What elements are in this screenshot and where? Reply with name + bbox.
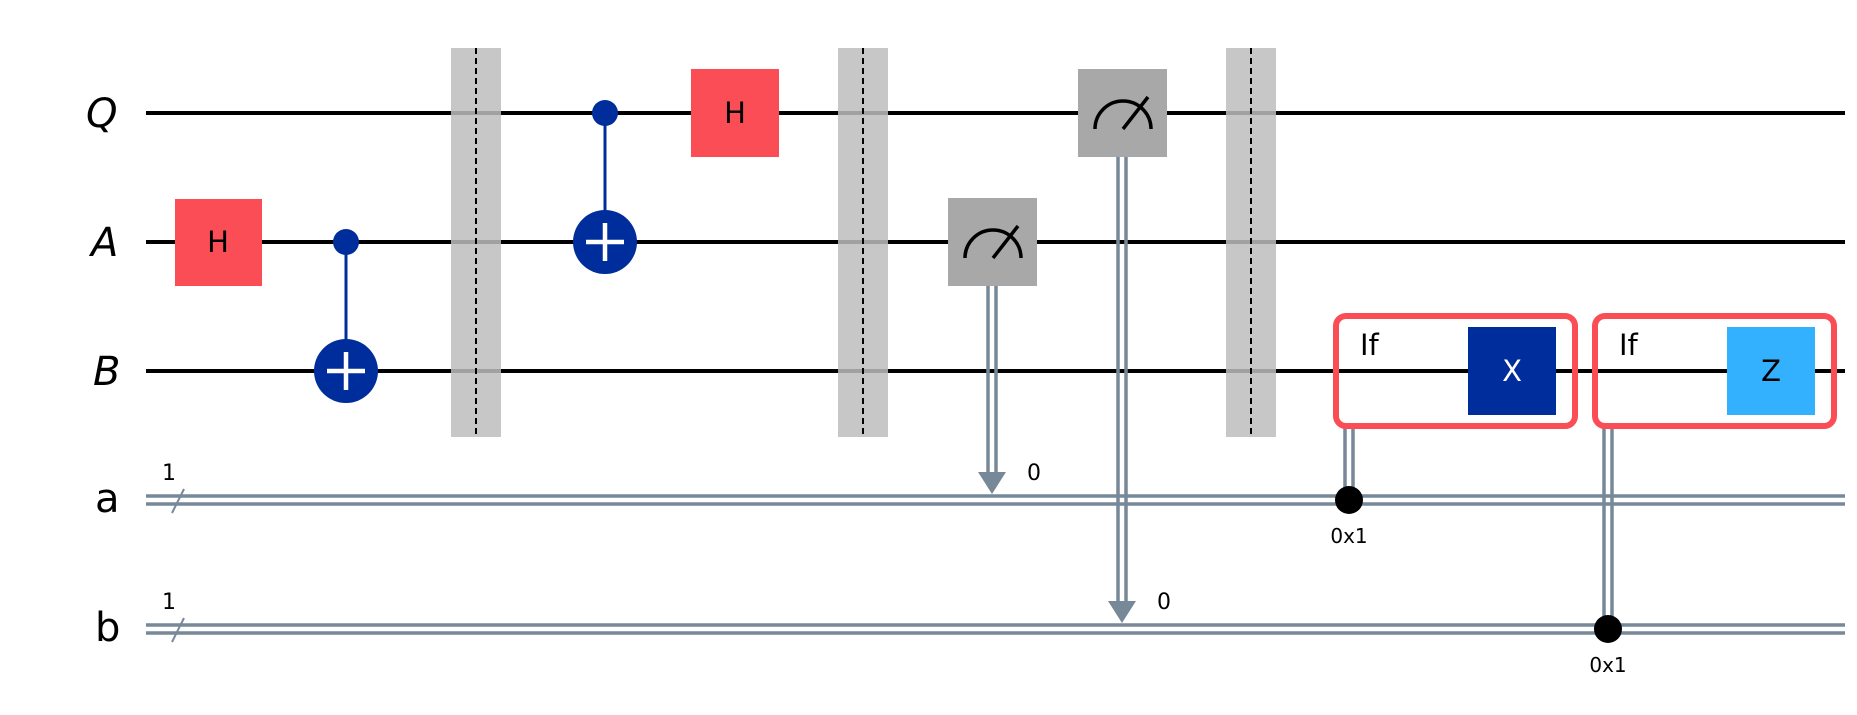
h-gate-q: H <box>691 69 779 157</box>
if-x-label: If <box>1360 328 1380 362</box>
wire-label-b: B <box>93 349 120 395</box>
if-z-block: 0x1 If Z <box>1589 313 1837 677</box>
creg-a-size: 1 <box>162 461 176 486</box>
h-gate-a-label: H <box>207 225 229 259</box>
cnot-q-a <box>573 100 637 274</box>
control-dot-icon <box>1335 486 1363 514</box>
h-gate-q-label: H <box>724 96 746 130</box>
measure-q: 0 <box>1078 69 1171 623</box>
wire-label-q: Q <box>86 91 117 137</box>
classical-wires <box>146 494 1845 635</box>
measure-a: 0 <box>948 198 1041 494</box>
x-gate-label: X <box>1502 354 1522 388</box>
meter-icon <box>963 224 1023 260</box>
if-z-label: If <box>1619 328 1639 362</box>
cnot-a-b <box>314 229 378 403</box>
control-dot-icon <box>592 100 618 126</box>
measure-a-bit: 0 <box>1027 461 1041 486</box>
wire-label-a: A <box>88 220 118 266</box>
control-dot-icon <box>1594 615 1622 643</box>
barrier-icon-2 <box>838 48 888 437</box>
if-x-condition: 0x1 <box>1330 524 1367 548</box>
barrier-icon-3 <box>1226 48 1276 437</box>
cnot-target-icon <box>314 339 378 403</box>
control-dot-icon <box>333 229 359 255</box>
if-z-condition: 0x1 <box>1589 653 1626 677</box>
register-slash-icon <box>171 488 185 643</box>
wire-label-creg-b: b <box>95 605 120 651</box>
meter-icon <box>1093 95 1153 131</box>
barrier-icon-1 <box>451 48 501 437</box>
creg-b-size: 1 <box>162 590 176 615</box>
if-x-block: 0x1 If X <box>1330 313 1578 548</box>
cnot-target-icon <box>573 210 637 274</box>
measure-q-bit: 0 <box>1157 590 1171 615</box>
wire-label-creg-a: a <box>95 476 120 522</box>
h-gate-a: H <box>175 199 262 286</box>
z-gate-label: Z <box>1761 354 1781 388</box>
